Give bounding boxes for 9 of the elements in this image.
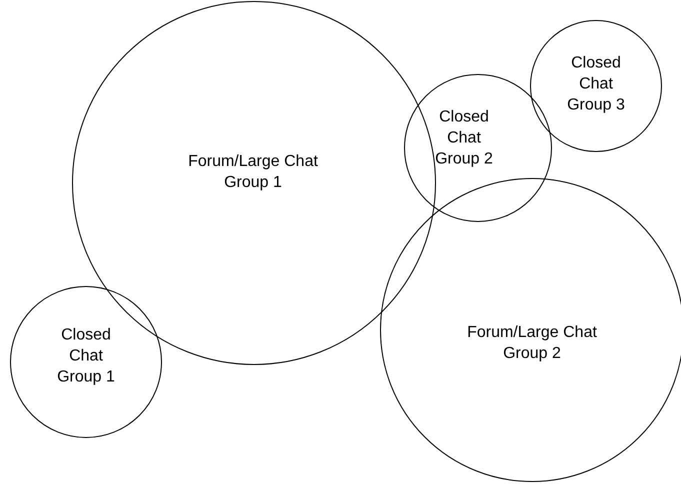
- group-label: Closed Chat Group 2: [434, 108, 494, 170]
- group-circle: [530, 20, 662, 152]
- group-label: Forum/Large Chat Group 1: [187, 152, 319, 193]
- group-circle: [404, 74, 552, 222]
- group-circle: [10, 286, 162, 438]
- group-circle: [380, 178, 681, 482]
- group-label: Closed Chat Group 3: [566, 54, 626, 116]
- group-label: Closed Chat Group 1: [56, 326, 116, 388]
- group-label: Forum/Large Chat Group 2: [466, 323, 598, 364]
